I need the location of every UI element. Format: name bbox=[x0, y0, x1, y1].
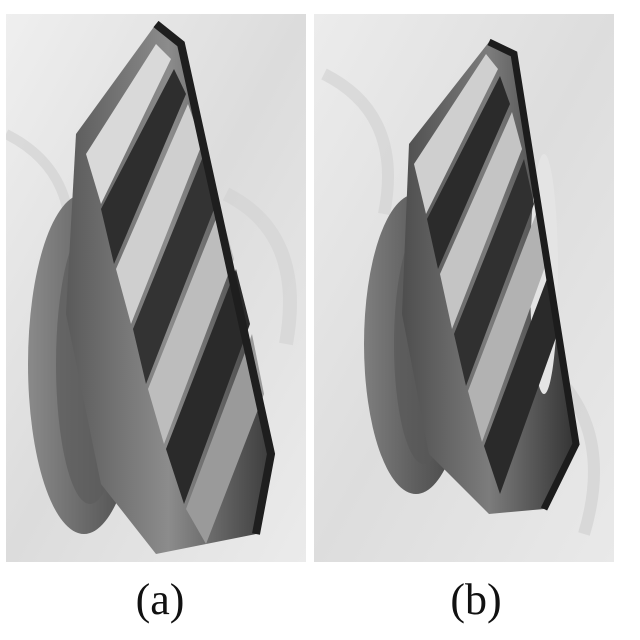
panel-label-b: (b) bbox=[450, 575, 502, 624]
photo-panel-b bbox=[314, 14, 614, 562]
panel-label-a: (a) bbox=[135, 575, 185, 624]
gear-image-b bbox=[314, 14, 614, 562]
helical-teeth bbox=[86, 44, 264, 544]
gear-image-a bbox=[6, 14, 306, 562]
photo-panel-a bbox=[6, 14, 306, 562]
helical-teeth bbox=[414, 54, 558, 494]
